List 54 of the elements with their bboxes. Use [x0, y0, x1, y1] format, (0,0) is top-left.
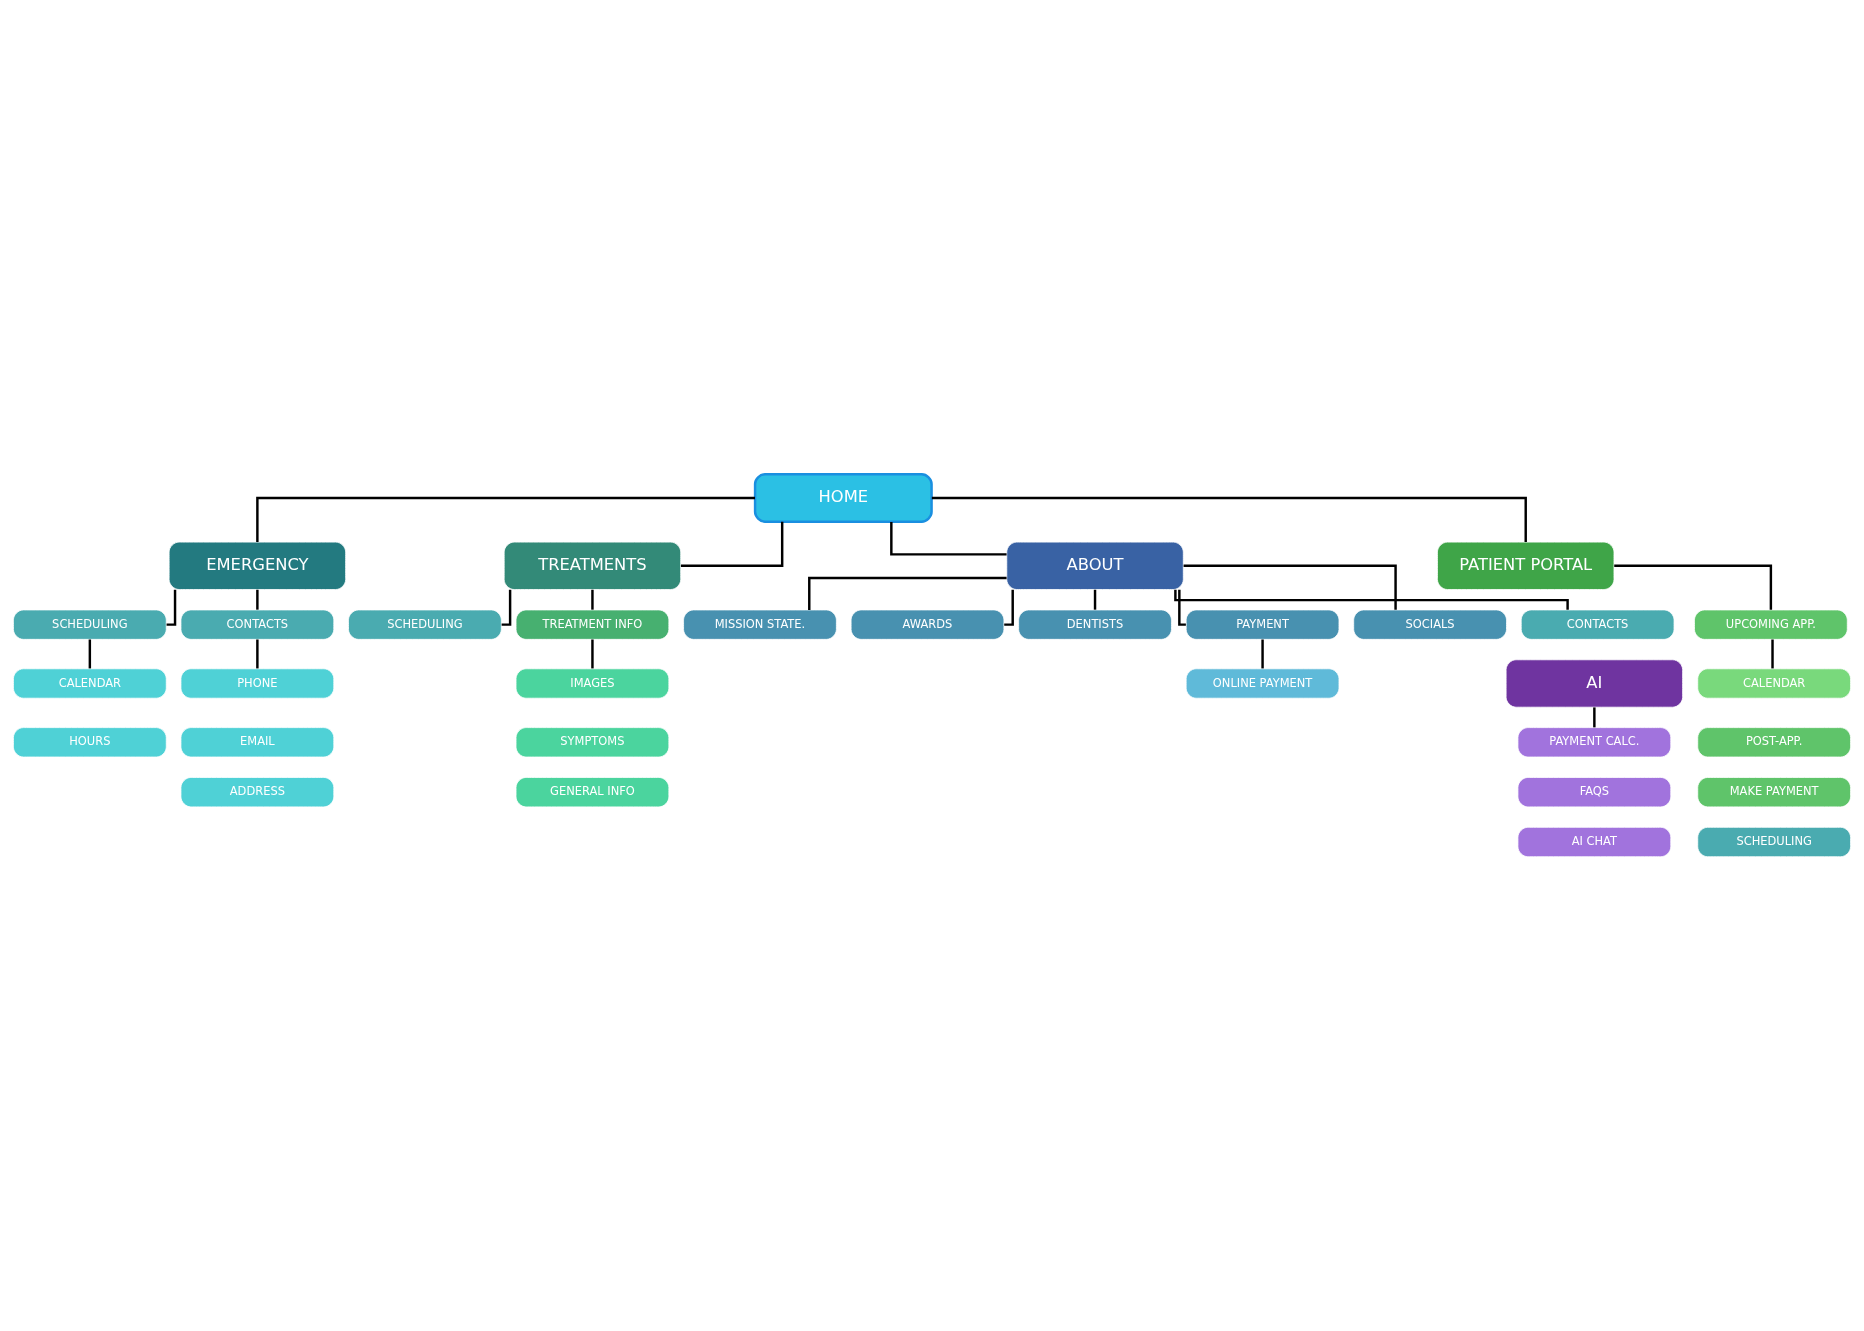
node-box: PAYMENT CALC.: [1517, 727, 1672, 758]
node-box: CONTACTS: [180, 609, 335, 640]
connector: [256, 589, 259, 610]
node-box: EMERGENCY: [168, 541, 347, 590]
connector: [931, 496, 1527, 543]
node-box: DENTISTS: [1018, 609, 1172, 640]
node-box: AWARDS: [850, 609, 1005, 640]
node-box: MAKE PAYMENT: [1697, 777, 1851, 808]
node-box: UPCOMING APP.: [1694, 609, 1848, 640]
connector: [1004, 589, 1014, 626]
node-box: MISSION STATE.: [683, 609, 837, 640]
connector: [680, 521, 784, 568]
node-box: POST-APP.: [1697, 727, 1851, 758]
connector: [501, 589, 512, 626]
node-box: AI: [1505, 659, 1684, 708]
connector: [1174, 589, 1569, 610]
node-box: PATIENT PORTAL: [1437, 541, 1615, 590]
node-box: SCHEDULING: [348, 609, 502, 640]
connector: [1614, 564, 1773, 610]
connector: [1183, 564, 1397, 610]
node-box: ONLINE PAYMENT: [1185, 668, 1340, 699]
node-box: IMAGES: [515, 668, 670, 699]
connector: [1261, 639, 1264, 669]
connector: [166, 589, 177, 626]
node-box: FAQS: [1517, 777, 1672, 808]
connector: [1178, 589, 1186, 626]
connector: [890, 521, 1007, 556]
connector: [1771, 639, 1774, 669]
node-box: TREATMENT INFO: [515, 609, 670, 640]
connector: [591, 639, 594, 669]
connector: [256, 496, 755, 543]
node-box: PHONE: [180, 668, 335, 699]
node-box: GENERAL INFO: [515, 777, 670, 808]
node-box: EMAIL: [180, 727, 335, 758]
node-box: AI CHAT: [1517, 826, 1672, 858]
connector: [591, 589, 594, 610]
node-box: TREATMENTS: [503, 541, 682, 590]
connector: [88, 639, 92, 669]
node-box: CALENDAR: [13, 668, 167, 699]
connector: [1593, 707, 1596, 728]
node-box: SOCIALS: [1353, 609, 1507, 640]
node-box: CALENDAR: [1697, 668, 1851, 699]
node-box: HOURS: [13, 727, 167, 758]
node-box: ABOUT: [1006, 541, 1184, 590]
node-box: CONTACTS: [1520, 609, 1675, 640]
node-box: SCHEDULING: [1697, 826, 1851, 858]
node-box: ADDRESS: [180, 777, 335, 808]
node-box: SYMPTOMS: [515, 727, 670, 758]
node-box: PAYMENT: [1185, 609, 1340, 640]
connector: [256, 639, 259, 669]
node-box: HOME: [753, 473, 933, 523]
connector: [1093, 589, 1097, 610]
node-box: SCHEDULING: [13, 609, 167, 640]
connector: [808, 576, 1007, 610]
